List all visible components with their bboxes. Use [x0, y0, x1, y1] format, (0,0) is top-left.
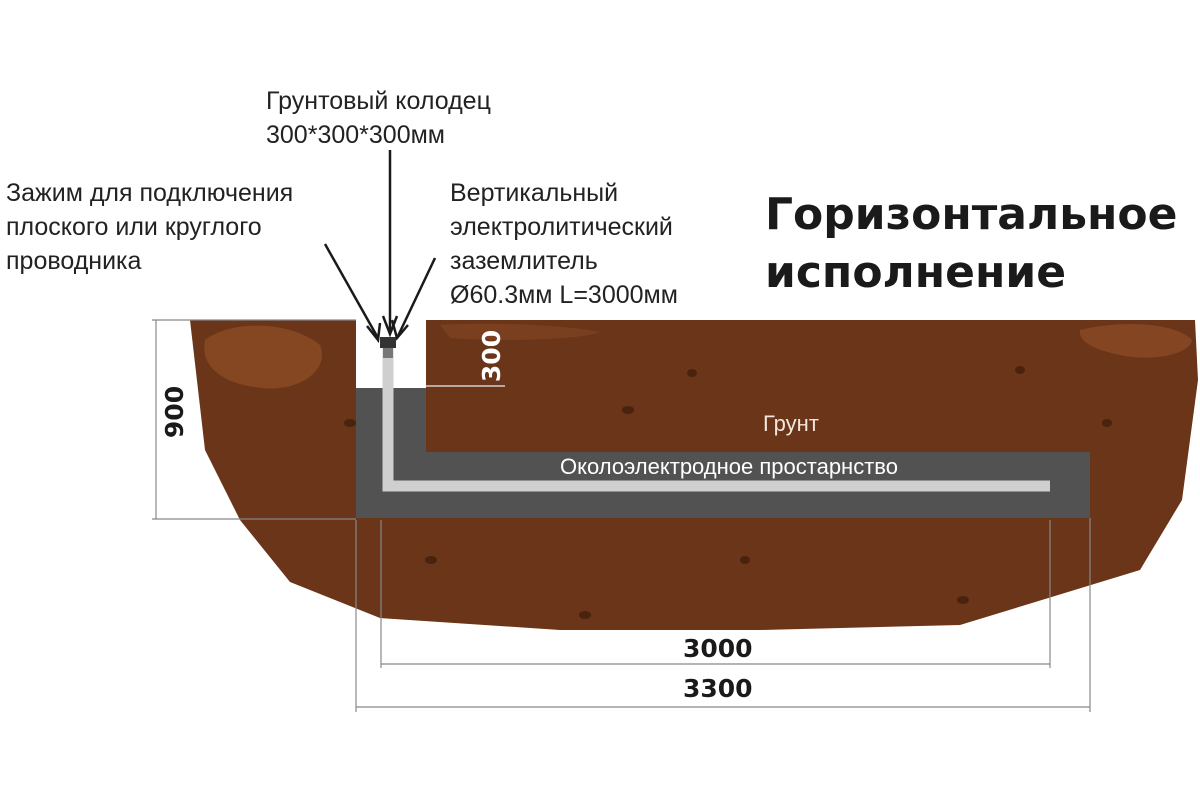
soil-pebbles: [344, 366, 1112, 619]
well-label: Грунтовый колодец 300*300*300мм: [266, 87, 491, 149]
clamp: [383, 348, 393, 358]
dimension-3300: 3300: [683, 674, 753, 703]
soil-label: Грунт: [763, 411, 819, 436]
callout-arrows: [323, 150, 437, 344]
clamp-label: Зажим для подключения плоского или кругл…: [6, 179, 294, 275]
dimension-3000: 3000: [683, 634, 753, 663]
diagram-title: Горизонтальное исполнение: [765, 189, 1178, 298]
dimension-lines: [152, 319, 1091, 712]
dimension-900: 900: [145, 386, 205, 438]
soil-highlight: [204, 325, 322, 389]
electrode-rod: [382, 340, 1050, 492]
dimension-300-value: 300: [477, 329, 506, 383]
dimension-900-value: 900: [160, 385, 189, 439]
soil-highlight: [440, 323, 600, 340]
clamp: [380, 337, 396, 348]
backfill-label: Околоэлектродное простарнство: [560, 454, 898, 479]
electrode-label: Вертикальный электролитический заземлите…: [450, 179, 678, 309]
dimension-300: 300: [462, 330, 522, 382]
soil-highlight: [1079, 324, 1192, 358]
